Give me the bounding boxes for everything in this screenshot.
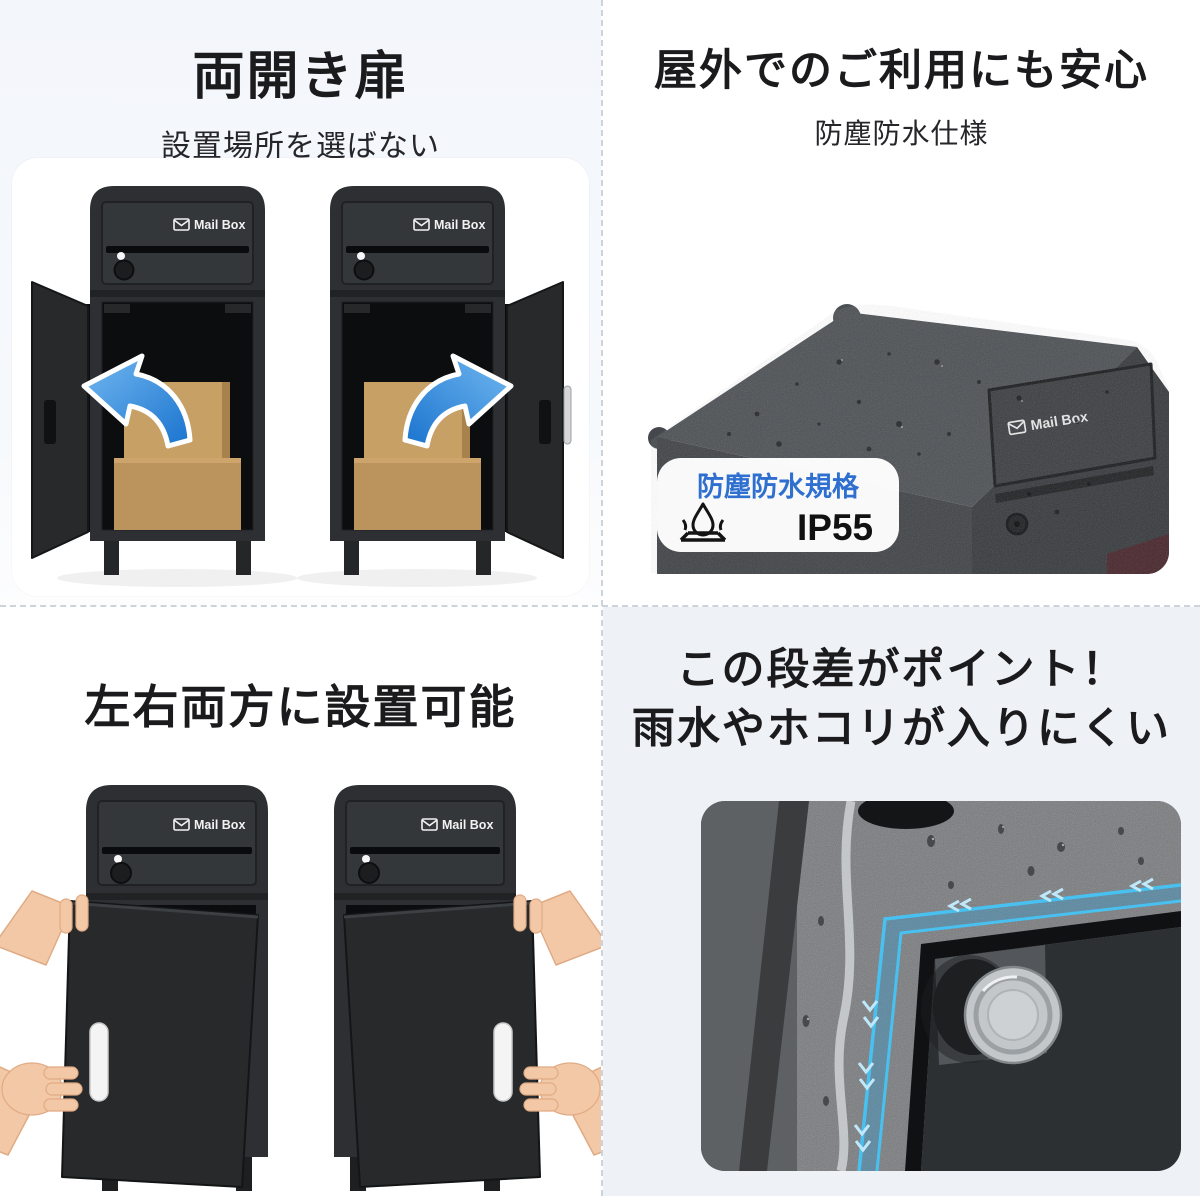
panel-outdoor-subtitle: 防塵防水仕様 [814, 118, 989, 149]
arrow-left-icon [81, 353, 193, 449]
key-tag-icon [117, 252, 125, 260]
envelope-icon [421, 818, 438, 831]
magnet [921, 955, 1063, 1065]
lock-icon [113, 259, 135, 281]
badge-rating-text: IP55 [797, 507, 873, 548]
key-tag-icon [114, 855, 122, 863]
cardboard-box [114, 458, 241, 530]
horizontal-dashed-divider [0, 605, 1200, 607]
envelope-icon [173, 218, 190, 231]
door-handle [493, 1022, 513, 1102]
panel-both-sides: 左右両方に設置可能 Mail Box [0, 607, 601, 1196]
envelope-icon [413, 218, 430, 231]
panel-step-title: この段差がポイント！ 雨水やホコリが入りにくい [603, 641, 1200, 760]
mailbox-logo-text: Mail Box [194, 818, 245, 832]
lock-icon [353, 259, 375, 281]
badge-title-text: 防塵防水規格 [697, 471, 860, 502]
vertical-dashed-divider [601, 0, 603, 1196]
illustration-door-swap: Mail Box [0, 785, 601, 1191]
illustration-double-door-open: Mail Box [31, 186, 572, 587]
door-pull-handle [563, 385, 572, 445]
key-tag-icon [357, 252, 365, 260]
both-sides-illustration-wrap: Mail Box [0, 775, 601, 1196]
waterproof-mailbox-photo: Mail Box _ [637, 262, 1169, 574]
water-droplets: _ [727, 352, 1109, 515]
illustration-step-closeup [701, 801, 1181, 1171]
panel-double-door-title: 両開き扉 [192, 48, 409, 106]
arrow-right-icon [402, 353, 514, 449]
hand [0, 890, 89, 966]
step-closeup-photo [701, 801, 1181, 1171]
lock-icon [358, 862, 380, 884]
cardboard-box [354, 458, 481, 530]
panel-step-title-line1: この段差がポイント！ [676, 646, 1127, 694]
mailbox-logo-text: Mail Box [434, 218, 485, 232]
seal-highlight [853, 877, 1181, 1171]
envelope-icon [173, 818, 190, 831]
panel-both-sides-title: 左右両方に設置可能 [84, 681, 517, 733]
double-door-card: Mail Box [12, 158, 589, 596]
key-tag-icon [362, 855, 370, 863]
chevron-arrows [853, 877, 1154, 1153]
water-stream [834, 801, 856, 1171]
panel-step-title-line2: 雨水やホコリが入りにくい [631, 705, 1172, 754]
hand [0, 1062, 83, 1156]
mailbox-logo-text: Mail Box [442, 818, 493, 832]
door-handle [89, 1022, 109, 1102]
panel-outdoor-use: 屋外でのご利用にも安心 防塵防水仕様 [603, 0, 1200, 605]
panel-step-detail: この段差がポイント！ 雨水やホコリが入りにくい [603, 607, 1200, 1196]
mailbox-logo-text: Mail Box [194, 218, 245, 232]
panel-double-door-subtitle: 設置場所を選ばない [161, 130, 440, 163]
lock-icon [110, 862, 132, 884]
hand [519, 1062, 601, 1156]
panel-outdoor-title: 屋外でのご利用にも安心 [654, 47, 1149, 95]
ip55-badge: 防塵防水規格 IP55 [657, 458, 899, 552]
panel-double-door: 両開き扉 設置場所を選ばない [0, 0, 601, 605]
water-drop-icon [679, 502, 727, 542]
illustration-wet-mailbox: Mail Box _ [648, 304, 1169, 574]
hand [513, 890, 601, 966]
